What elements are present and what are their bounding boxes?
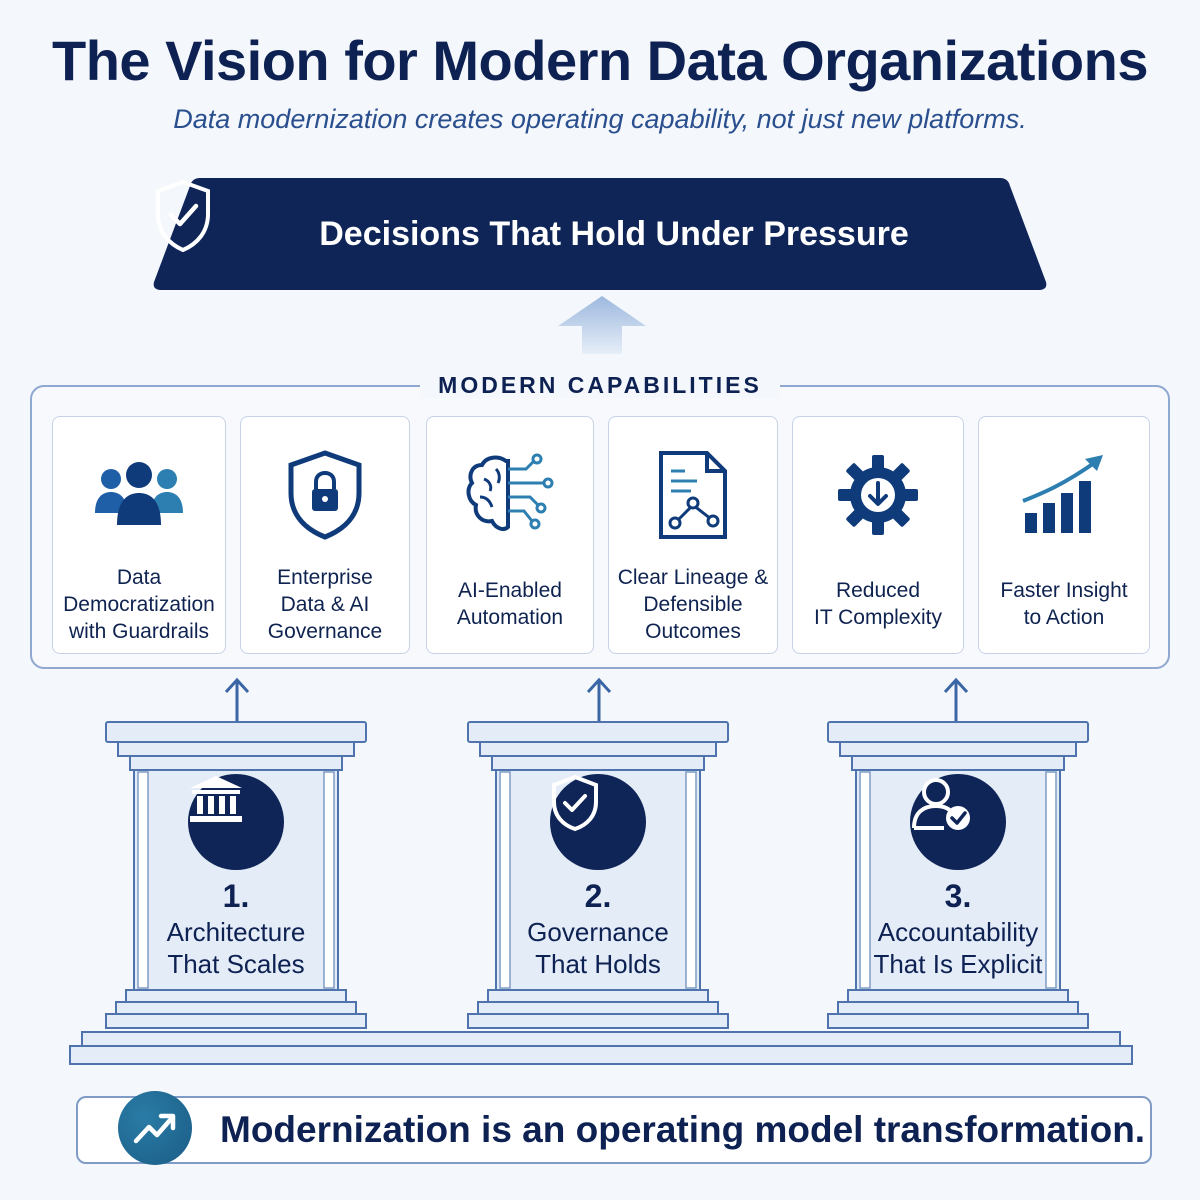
pillar-foundation	[69, 1031, 1133, 1065]
pillar-number: 2.	[584, 878, 612, 914]
pillar-architecture: 1. Architecture That Scales	[104, 720, 368, 1030]
capability-card-lineage: Clear Lineage & Defensible Outcomes	[608, 416, 778, 654]
capability-card-governance: Enterprise Data & AI Governance	[240, 416, 410, 654]
pillar-accountability: 3. Accountability That Is Explicit	[826, 720, 1090, 1030]
capability-card-automation: AI-Enabled Automation	[426, 416, 594, 654]
arrow-up-icon	[586, 677, 612, 722]
capability-label: Reduced IT Complexity	[814, 579, 942, 629]
capability-label: Enterprise Data & AI Governance	[267, 565, 383, 643]
brain-circuit-icon	[466, 453, 554, 531]
page-title: The Vision for Modern Data Organizations	[52, 29, 1148, 92]
page-subtitle: Data modernization creates operating cap…	[173, 104, 1027, 134]
arrow-up-icon	[943, 677, 969, 722]
growth-chart-icon	[1022, 455, 1103, 533]
footer-text: Modernization is an operating model tran…	[220, 1109, 1146, 1150]
capability-label: AI-Enabled Automation	[456, 579, 564, 629]
user-check-icon	[912, 778, 970, 830]
capability-card-complexity: Reduced IT Complexity	[792, 416, 964, 654]
footer-icon-badge	[118, 1091, 192, 1165]
capabilities-heading: MODERN CAPABILITIES	[0, 372, 1200, 399]
capability-label: Clear Lineage & Defensible Outcomes	[617, 565, 769, 643]
pillar-label: Governance That Holds	[527, 917, 669, 979]
banner-title: Decisions That Hold Under Pressure	[319, 214, 909, 253]
capability-label: Faster Insight to Action	[1000, 579, 1128, 629]
pillar-icon-badge	[910, 774, 1006, 870]
pillar-number: 1.	[222, 878, 250, 914]
arrow-up-icon	[224, 677, 250, 722]
pillar-governance: 2. Governance That Holds	[466, 720, 730, 1030]
shield-check-icon	[552, 774, 598, 832]
pillar-label: Architecture That Scales	[166, 917, 306, 979]
pillar-icon-badge	[550, 774, 646, 870]
shield-lock-icon	[288, 450, 362, 540]
pillar-number: 3.	[944, 878, 972, 914]
outcome-banner: Decisions That Hold Under Pressure	[152, 178, 1048, 290]
capability-card-insight: Faster Insight to Action	[978, 416, 1150, 654]
capability-card-democratization: Data Democratization with Guardrails	[52, 416, 226, 654]
footer-callout: Modernization is an operating model tran…	[76, 1091, 1152, 1165]
trend-up-icon	[133, 1113, 176, 1144]
pillar-icon-badge	[188, 774, 284, 870]
capability-label: Data Democratization with Guardrails	[63, 565, 215, 643]
users-icon	[95, 462, 183, 525]
pillar-label: Accountability That Is Explicit	[873, 917, 1043, 979]
building-columns-icon	[190, 776, 242, 822]
gear-download-icon	[838, 455, 918, 535]
arrow-up-icon	[558, 296, 646, 354]
document-lineage-icon	[659, 451, 727, 539]
